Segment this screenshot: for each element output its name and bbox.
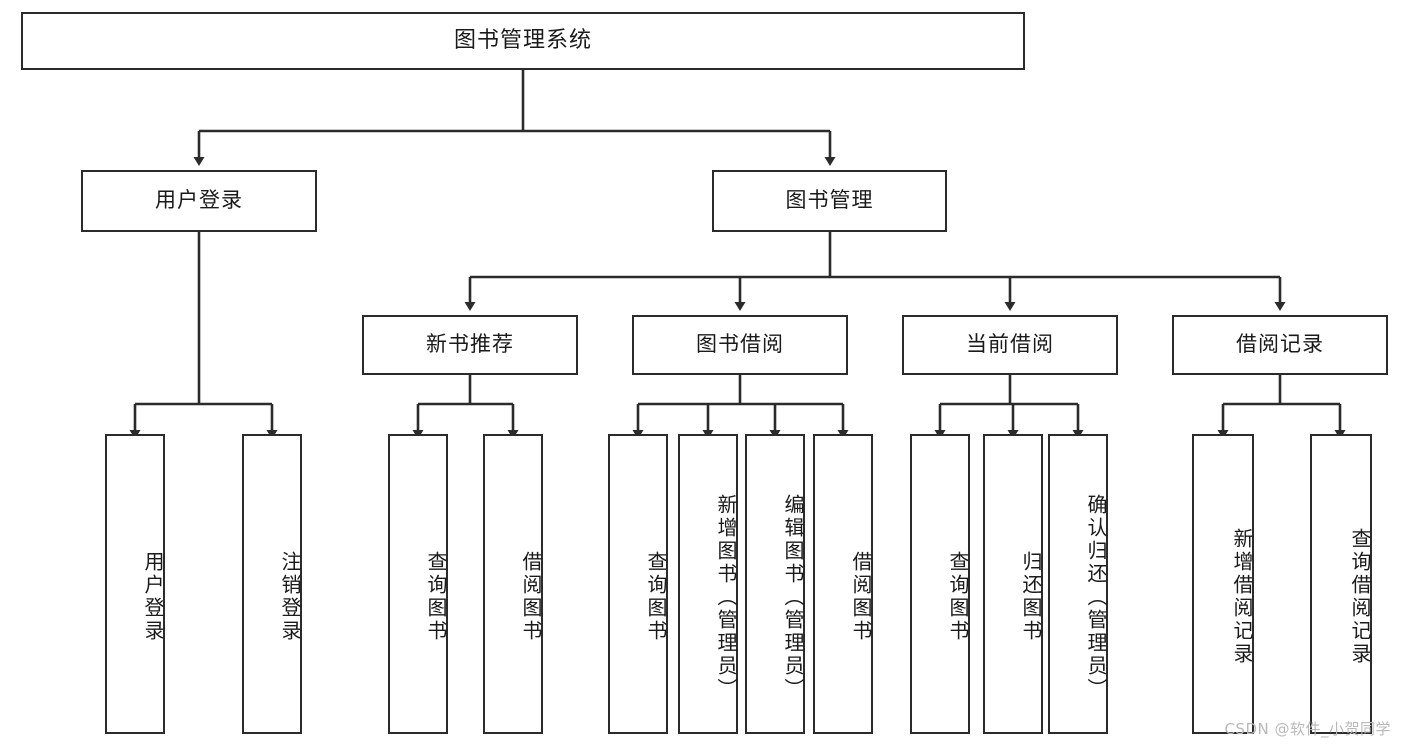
node-leaf-add-book[interactable]: 新增图书（管理员） (678, 434, 738, 734)
node-root[interactable]: 图书管理系统 (21, 12, 1025, 70)
node-new-book-recommend-label: 新书推荐 (426, 332, 514, 357)
node-leaf-borrow-book-2[interactable]: 借阅图书 (813, 434, 873, 734)
node-leaf-add-record-label: 新增借阅记录 (1230, 528, 1254, 666)
node-leaf-query-book-3-label: 查询图书 (946, 551, 970, 643)
node-current-borrow[interactable]: 当前借阅 (902, 315, 1118, 375)
node-book-manage-label: 图书管理 (785, 188, 874, 213)
node-leaf-return-book[interactable]: 归还图书 (983, 434, 1043, 734)
node-book-borrow-label: 图书借阅 (696, 332, 784, 357)
node-new-book-recommend[interactable]: 新书推荐 (362, 315, 578, 375)
node-leaf-query-book-1[interactable]: 查询图书 (388, 434, 448, 734)
node-leaf-confirm-return[interactable]: 确认归还（管理员） (1048, 434, 1108, 734)
node-leaf-logout-login-label: 注销登录 (278, 551, 302, 643)
node-user-login-label: 用户登录 (155, 188, 243, 213)
node-leaf-borrow-book-1-label: 借阅图书 (519, 551, 543, 643)
node-book-manage[interactable]: 图书管理 (712, 170, 947, 232)
node-leaf-query-book-2[interactable]: 查询图书 (608, 434, 668, 734)
node-leaf-borrow-book-1[interactable]: 借阅图书 (483, 434, 543, 734)
node-leaf-borrow-book-2-label: 借阅图书 (849, 551, 873, 643)
node-leaf-user-login-label: 用户登录 (141, 551, 165, 643)
node-leaf-edit-book[interactable]: 编辑图书（管理员） (745, 434, 805, 734)
node-leaf-add-book-label: 新增图书（管理员） (714, 493, 738, 701)
node-leaf-user-login[interactable]: 用户登录 (105, 434, 165, 734)
node-leaf-query-record[interactable]: 查询借阅记录 (1310, 434, 1372, 734)
node-leaf-return-book-label: 归还图书 (1019, 551, 1043, 643)
node-leaf-edit-book-label: 编辑图书（管理员） (781, 493, 805, 701)
node-book-borrow[interactable]: 图书借阅 (632, 315, 848, 375)
node-leaf-query-book-3[interactable]: 查询图书 (910, 434, 970, 734)
node-root-label: 图书管理系统 (453, 27, 592, 53)
node-leaf-confirm-return-label: 确认归还（管理员） (1084, 493, 1108, 701)
node-user-login[interactable]: 用户登录 (81, 170, 317, 232)
node-current-borrow-label: 当前借阅 (966, 332, 1054, 357)
node-leaf-query-book-1-label: 查询图书 (424, 551, 448, 643)
watermark: CSDN @软件_小贺同学 (1224, 720, 1391, 738)
node-leaf-query-record-label: 查询借阅记录 (1348, 528, 1372, 666)
node-borrow-record[interactable]: 借阅记录 (1172, 315, 1388, 375)
node-leaf-query-book-2-label: 查询图书 (644, 551, 668, 643)
node-borrow-record-label: 借阅记录 (1236, 332, 1324, 357)
node-leaf-add-record[interactable]: 新增借阅记录 (1192, 434, 1254, 734)
node-leaf-logout-login[interactable]: 注销登录 (242, 434, 302, 734)
